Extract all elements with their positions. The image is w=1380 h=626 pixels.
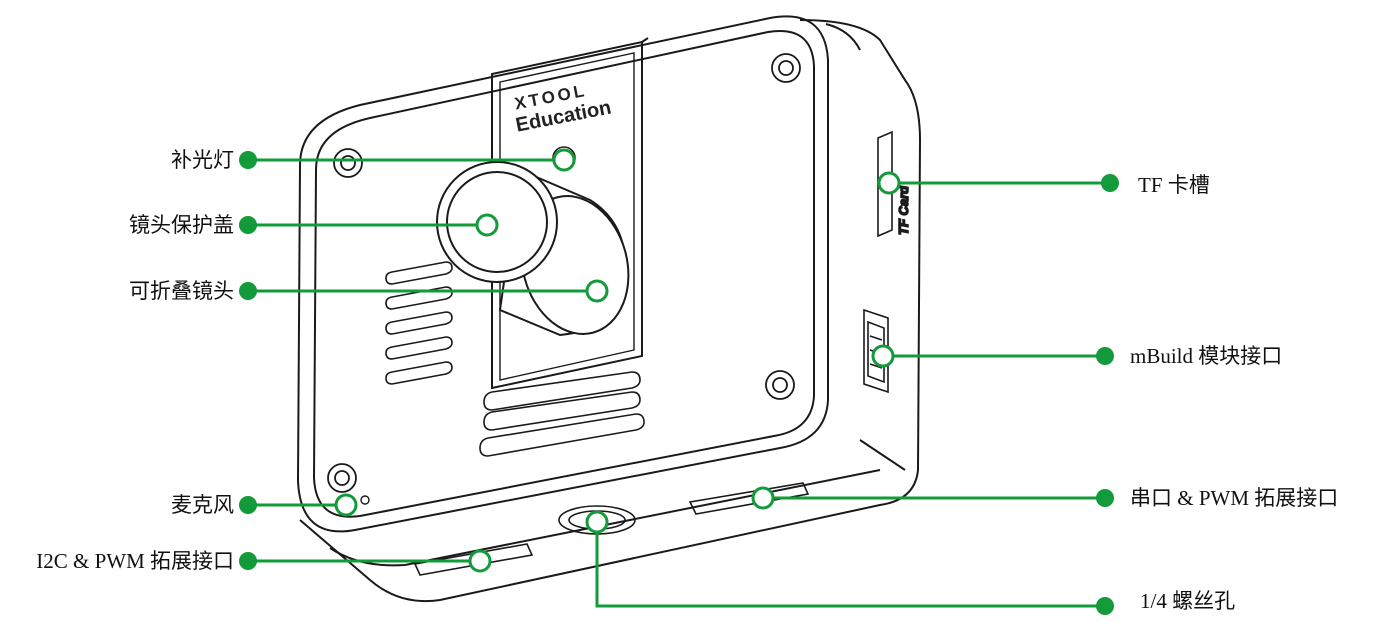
camera-body-side bbox=[299, 19, 922, 603]
screw-top-left bbox=[333, 148, 363, 178]
label-fill-light: 补光灯 bbox=[171, 148, 234, 172]
vent-slots-center bbox=[479, 371, 645, 457]
callout-rings bbox=[334, 148, 901, 573]
label-screw-hole: 1/4 螺丝孔 bbox=[1140, 589, 1236, 613]
callout-ring-i2c bbox=[468, 549, 492, 573]
label-microphone: 麦克风 bbox=[171, 493, 234, 517]
camera-center-plate bbox=[491, 40, 643, 390]
callout-ring-serial bbox=[751, 486, 775, 510]
callout-ring-lens-cover bbox=[475, 213, 499, 237]
label-lens-cover: 镜头保护盖 bbox=[129, 213, 234, 237]
tf-card-side-label: TF Card bbox=[896, 185, 911, 235]
callout-dot-folding-lens bbox=[239, 282, 257, 300]
camera-front-face-bevel bbox=[312, 30, 815, 518]
callout-dot-i2c bbox=[239, 552, 257, 570]
screws bbox=[327, 53, 801, 493]
callout-dot-mbuild bbox=[1096, 347, 1114, 365]
callout-ring-screw bbox=[585, 510, 609, 534]
callout-dot-lens-cover bbox=[239, 216, 257, 234]
camera-chamfer bbox=[329, 439, 906, 567]
label-serial-pwm-port: 串口 & PWM 拓展接口 bbox=[1130, 486, 1339, 510]
callout-dot-tf bbox=[1101, 174, 1119, 192]
label-i2c-pwm-port: I2C & PWM 拓展接口 bbox=[36, 549, 234, 573]
tf-card-slot: TF Card bbox=[877, 130, 912, 238]
callout-dots bbox=[239, 151, 1119, 615]
callout-ring-tf bbox=[877, 171, 901, 195]
i2c-port-slot bbox=[413, 543, 534, 576]
callout-ring-fill-light bbox=[552, 148, 576, 172]
callout-lines bbox=[248, 158, 1110, 608]
callout-dot-fill-light bbox=[239, 151, 257, 169]
callout-dot-microphone bbox=[239, 496, 257, 514]
screw-bottom-right bbox=[765, 370, 795, 400]
microphone-hole bbox=[360, 495, 370, 505]
camera-body bbox=[296, 15, 922, 603]
camera-body-side-edge bbox=[825, 23, 861, 51]
callout-ring-folding-lens bbox=[585, 279, 609, 303]
label-mbuild-port: mBuild 模块接口 bbox=[1130, 344, 1283, 368]
screw-bottom-left bbox=[327, 463, 357, 493]
label-tf-slot: TF 卡槽 bbox=[1138, 173, 1210, 197]
label-folding-lens: 可折叠镜头 bbox=[129, 279, 234, 303]
callout-dot-screw bbox=[1096, 597, 1114, 615]
camera-top-notch bbox=[491, 37, 649, 100]
brand-logo: XTOOL Education bbox=[513, 81, 613, 137]
callout-dot-serial bbox=[1096, 489, 1114, 507]
callout-ring-mbuild bbox=[871, 344, 895, 368]
callout-ring-microphone bbox=[334, 493, 358, 517]
folding-lens bbox=[436, 161, 630, 337]
camera-front-face bbox=[296, 15, 829, 533]
callout-line-screw bbox=[595, 532, 1105, 608]
vent-slots-left bbox=[385, 261, 453, 385]
screw-top-right bbox=[771, 53, 801, 83]
